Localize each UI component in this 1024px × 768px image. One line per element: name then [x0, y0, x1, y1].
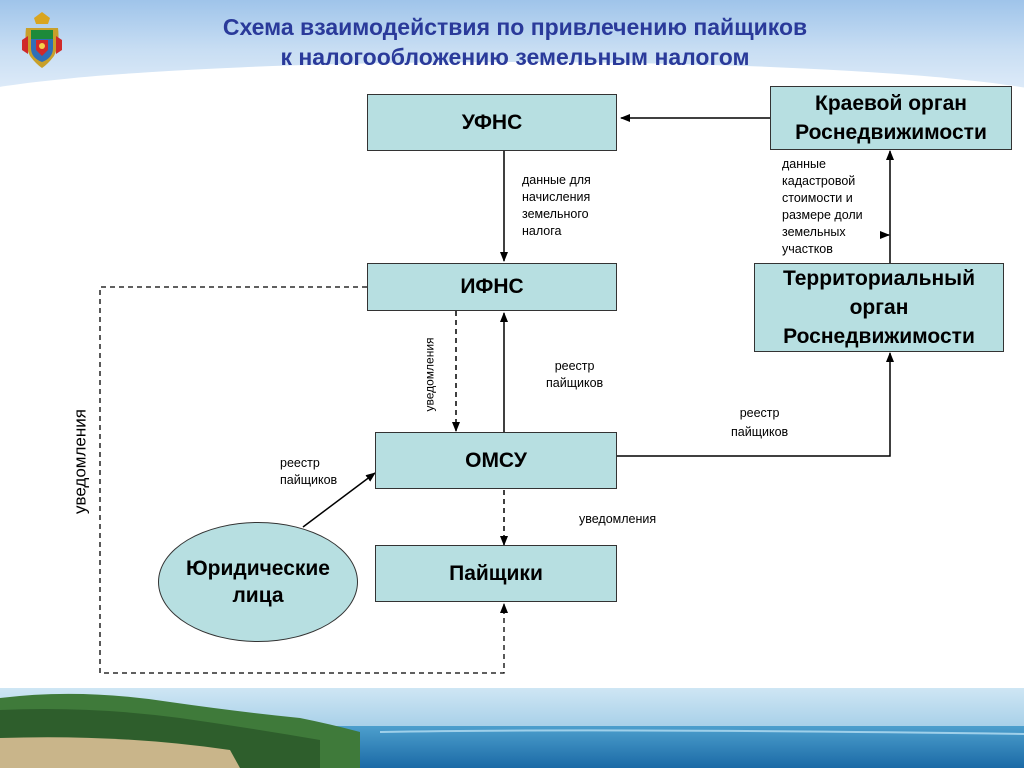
node-territorial-line2: орган — [849, 296, 909, 319]
node-ufns-label: УФНС — [461, 110, 523, 134]
label-line: уведомления — [579, 512, 657, 526]
label-line: уведомления — [70, 409, 90, 514]
node-kraevoy-line2: Роснедвижимости — [795, 121, 987, 144]
title-line-1: Схема взаимодействия по привлечению пайщ… — [222, 14, 808, 40]
node-territorial-line1: Территориальный — [782, 267, 976, 290]
title-line-2: к налогообложению земельным налогом — [280, 44, 750, 70]
label-line: пайщиков — [546, 376, 604, 390]
label-line: реестр — [739, 406, 780, 420]
node-yurlitsa-line2: лица — [232, 584, 284, 607]
label-line: реестр — [280, 456, 320, 470]
coastline-landscape-image — [0, 688, 1024, 768]
node-kraevoy-line1: Краевой орган — [815, 92, 967, 115]
label-line: пайщиков — [731, 425, 789, 439]
coat-of-arms-icon — [22, 12, 62, 68]
label-line: земельного — [522, 207, 589, 221]
node-paishchiki: Пайщики — [375, 545, 617, 602]
label-line: данные для — [522, 173, 591, 187]
node-ifns-label: ИФНС — [460, 275, 524, 298]
label-line: данные — [782, 157, 826, 171]
label-omsu-to-territorial: реестр пайщиков — [731, 404, 788, 442]
label-cadastral-data: данные кадастровой стоимости и размере д… — [782, 156, 863, 258]
label-ifns-to-paishchiki-vertical: уведомления — [70, 402, 90, 522]
node-kraevoy-organ: Краевой орган Роснедвижимости — [770, 86, 1012, 150]
node-territorial-line3: Роснедвижимости — [783, 325, 975, 348]
arrow-omsu-to-territorial — [617, 352, 894, 457]
node-ufns: УФНС — [367, 94, 617, 151]
diagram-title: Схема взаимодействия по привлечению пайщ… — [130, 12, 900, 72]
node-paishchiki-label: Пайщики — [449, 561, 543, 585]
label-line: начисления — [522, 190, 591, 204]
label-omsu-to-ifns: реестр пайщиков — [546, 358, 603, 392]
label-ifns-to-omsu-vertical: уведомления — [422, 330, 439, 420]
label-line: пайщиков — [280, 473, 338, 487]
label-line: участков — [782, 242, 833, 256]
node-ifns: ИФНС — [367, 263, 617, 311]
node-omsu-label: ОМСУ — [465, 448, 527, 472]
label-line: кадастровой — [782, 174, 856, 188]
node-territorial-organ: Территориальный орган Роснедвижимости — [754, 263, 1004, 352]
label-line: реестр — [554, 359, 595, 373]
node-yurlitsa-line1: Юридические — [185, 557, 330, 580]
label-omsu-to-paishchiki: уведомления — [579, 511, 656, 528]
node-omsu: ОМСУ — [375, 432, 617, 489]
label-line: земельных — [782, 225, 846, 239]
label-yurlitsa-to-omsu: реестр пайщиков — [280, 455, 337, 489]
node-yuridicheskie-litsa: Юридические лица — [158, 522, 358, 642]
arrow-ifns-to-paishchiki-dashed — [99, 286, 508, 674]
label-line: налога — [522, 224, 562, 238]
label-line: стоимости и — [782, 191, 853, 205]
label-ufns-to-ifns: данные для начисления земельного налога — [522, 172, 591, 240]
arrow-yurlitsa-to-omsu — [302, 472, 376, 528]
label-line: уведомления — [422, 337, 437, 412]
label-line: размере доли — [782, 208, 863, 222]
